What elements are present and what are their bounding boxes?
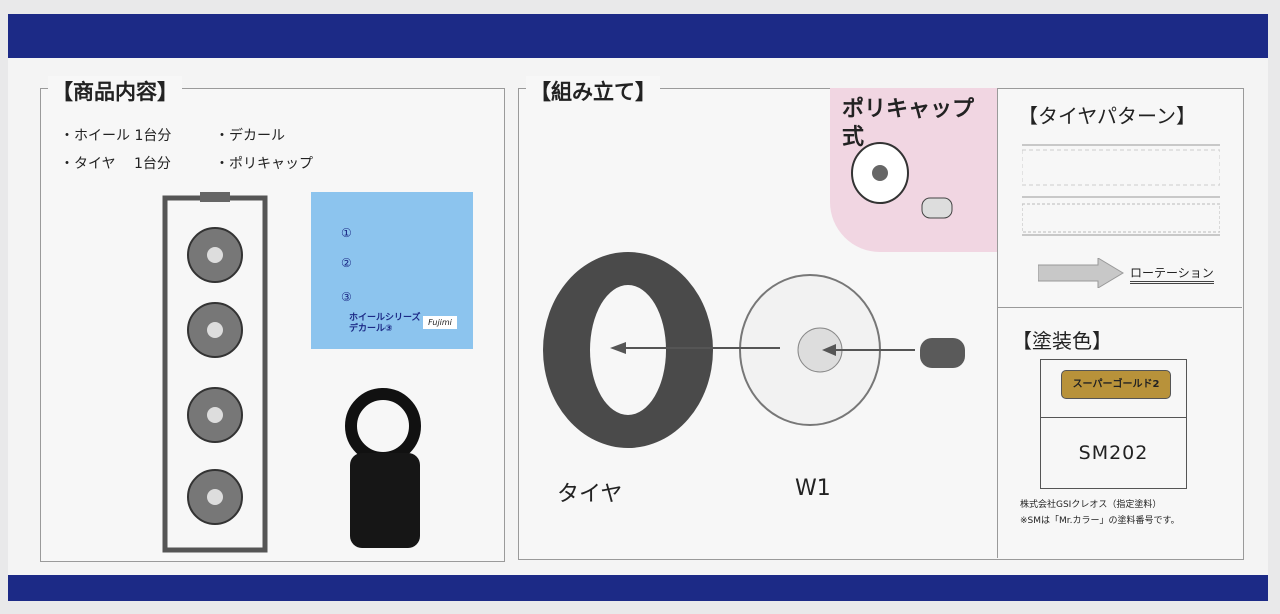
rotation-label: ローテーション [1130, 264, 1214, 284]
decal-marker: ② [341, 256, 352, 270]
paint-table: スーパーゴールド2 SM202 [1040, 359, 1187, 489]
bottom-band [8, 575, 1268, 601]
polycap-icon [851, 142, 953, 219]
wheel-sprue-illustration [162, 192, 268, 553]
contents-item: ・ポリキャップ [215, 156, 313, 172]
divider [997, 307, 1242, 308]
decal-marker: ③ [341, 290, 352, 304]
tire-pattern-title: 【タイヤパターン】 [1018, 104, 1196, 128]
divider [997, 88, 998, 558]
contents-item: ・デカール [215, 128, 285, 144]
polycap-badge-text: ポリキャップ式 [842, 97, 975, 150]
assembly-title: 【組み立て】 [526, 76, 660, 106]
tire-tread-pattern [1022, 144, 1220, 236]
paint-color-name: スーパーゴールド2 [1072, 379, 1160, 390]
tire-stack-illustration [345, 388, 421, 548]
paint-swatch: スーパーゴールド2 [1061, 370, 1171, 399]
contents-item: ・タイヤ 1台分 [60, 156, 171, 172]
paint-note-2: ※SMは「Mr.カラー」の塗料番号です。 [1020, 516, 1180, 526]
decal-sheet: ① ② ③ ホイールシリーズ デカール③ Fujimi [311, 192, 473, 349]
contents-title: 【商品内容】 [48, 76, 182, 106]
fujimi-logo: Fujimi [423, 316, 457, 329]
rotation-arrow-icon [1038, 258, 1124, 288]
divider [1041, 417, 1186, 418]
polycap-badge: ポリキャップ式 [830, 88, 997, 252]
decal-name-1: ホイールシリーズ [349, 313, 421, 323]
top-band [8, 14, 1268, 58]
tire-label: タイヤ [557, 482, 623, 507]
decal-name-2: デカール③ [349, 324, 393, 334]
wheel-label: W1 [795, 476, 831, 501]
contents-item: ・ホイール 1台分 [60, 128, 172, 144]
paint-note-1: 株式会社GSIクレオス（指定塗料） [1020, 500, 1162, 510]
decal-marker: ① [341, 226, 352, 240]
paint-color-code: SM202 [1078, 442, 1149, 464]
paint-title: 【塗装色】 [1012, 329, 1112, 353]
assembly-diagram [543, 252, 965, 448]
